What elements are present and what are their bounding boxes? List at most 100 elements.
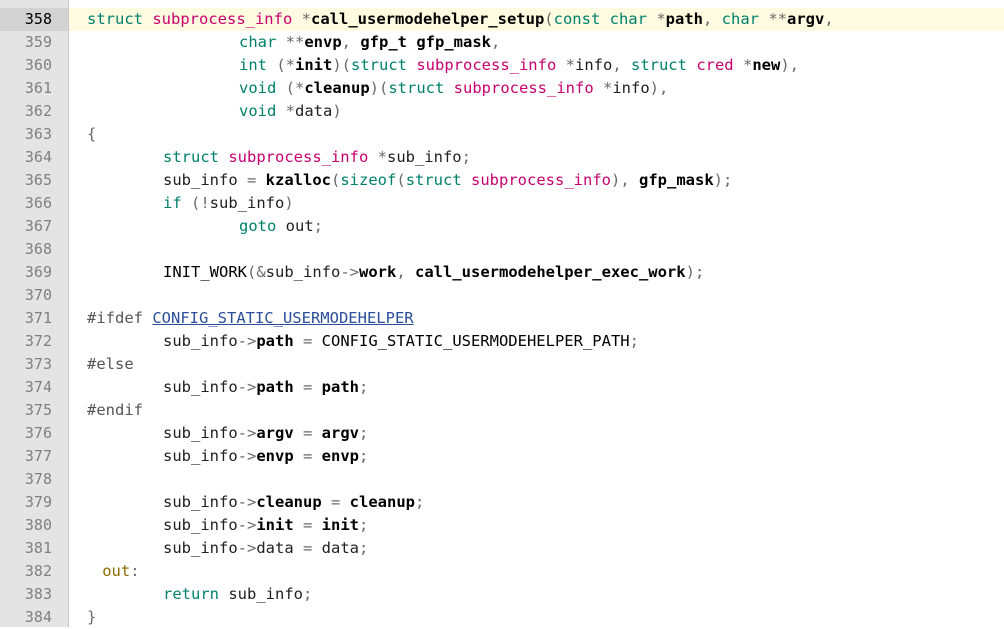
code-token: path bbox=[665, 10, 703, 28]
code-token: ); bbox=[685, 263, 705, 281]
code-line[interactable]: sub_info->data = data; bbox=[69, 537, 1004, 560]
code-line[interactable]: int (*init)(struct subprocess_info *info… bbox=[69, 54, 1004, 77]
code-token: * bbox=[656, 10, 666, 28]
code-token: argv bbox=[787, 10, 825, 28]
code-line[interactable]: void (*cleanup)(struct subprocess_info *… bbox=[69, 77, 1004, 100]
code-line[interactable] bbox=[69, 238, 1004, 261]
code-line[interactable]: sub_info = kzalloc(sizeof(struct subproc… bbox=[69, 169, 1004, 192]
code-token: * bbox=[377, 148, 387, 166]
code-token: = bbox=[303, 424, 322, 442]
code-line[interactable]: sub_info->argv = argv; bbox=[69, 422, 1004, 445]
code-token: (* bbox=[285, 79, 305, 97]
code-line[interactable]: goto out; bbox=[69, 215, 1004, 238]
code-line[interactable]: if (!sub_info) bbox=[69, 192, 1004, 215]
line-number: 366 bbox=[24, 194, 52, 212]
line-number: 363 bbox=[24, 125, 52, 143]
code-line-text: sub_info->envp = envp; bbox=[163, 445, 368, 468]
code-line[interactable]: out: bbox=[69, 560, 1004, 583]
code-token: = bbox=[303, 447, 322, 465]
code-line[interactable]: return sub_info; bbox=[69, 583, 1004, 606]
code-token: gfp_t bbox=[360, 33, 417, 51]
code-token: -> bbox=[237, 539, 257, 557]
code-token: char bbox=[609, 10, 657, 28]
code-token: ) bbox=[284, 194, 294, 212]
code-token: ** bbox=[768, 10, 787, 28]
code-token: -> bbox=[237, 516, 257, 534]
line-number: 380 bbox=[24, 516, 52, 534]
code-token: gfp_mask bbox=[639, 171, 714, 189]
code-line-text: goto out; bbox=[239, 215, 323, 238]
code-line-text: return sub_info; bbox=[163, 583, 312, 606]
code-line-text: if (!sub_info) bbox=[163, 192, 294, 215]
code-token: sub_info bbox=[163, 378, 238, 396]
code-line[interactable]: { bbox=[69, 123, 1004, 146]
code-token bbox=[292, 10, 301, 28]
code-line[interactable]: sub_info->path = CONFIG_STATIC_USERMODEH… bbox=[69, 330, 1004, 353]
code-token: subprocess_info bbox=[228, 148, 378, 166]
code-token: argv bbox=[321, 424, 359, 442]
code-token: out bbox=[285, 217, 314, 235]
code-line[interactable] bbox=[69, 284, 1004, 307]
code-line[interactable]: void *data) bbox=[69, 100, 1004, 123]
code-token: data bbox=[321, 539, 359, 557]
code-token: init bbox=[295, 56, 333, 74]
line-number: 361 bbox=[24, 79, 52, 97]
code-token: = bbox=[330, 493, 350, 511]
code-token: struct bbox=[388, 79, 454, 97]
code-token: subprocess_info bbox=[152, 10, 293, 28]
line-number: 369 bbox=[24, 263, 52, 281]
code-line[interactable]: #else bbox=[69, 353, 1004, 376]
code-line-text: sub_info->argv = argv; bbox=[163, 422, 368, 445]
code-token: ; bbox=[359, 447, 369, 465]
code-token: struct bbox=[351, 56, 417, 74]
code-token: call_usermodehelper_exec_work bbox=[415, 263, 686, 281]
code-line[interactable]: char **envp, gfp_t gfp_mask, bbox=[69, 31, 1004, 54]
code-token: , bbox=[824, 10, 834, 28]
code-token: (* bbox=[276, 56, 295, 74]
code-token: * bbox=[565, 56, 575, 74]
code-line[interactable]: sub_info->cleanup = cleanup; bbox=[69, 491, 1004, 514]
code-token: out bbox=[102, 562, 131, 580]
line-number: 372 bbox=[24, 332, 52, 350]
code-token: = bbox=[303, 378, 322, 396]
code-token: struct bbox=[405, 171, 472, 189]
code-token: #endif bbox=[87, 401, 143, 419]
code-token: (! bbox=[191, 194, 210, 212]
code-token: ; bbox=[414, 493, 425, 511]
code-area[interactable]: struct subprocess_info * call_usermodehel… bbox=[69, 0, 1004, 627]
code-line[interactable]: sub_info->envp = envp; bbox=[69, 445, 1004, 468]
line-number: 376 bbox=[24, 424, 52, 442]
code-token: ( bbox=[331, 171, 341, 189]
current-code-line[interactable]: struct subprocess_info *call_usermodehel… bbox=[69, 8, 1004, 31]
code-token: , bbox=[491, 33, 501, 51]
code-token: char bbox=[239, 33, 286, 51]
line-number: 364 bbox=[24, 148, 52, 166]
code-token: sub_info bbox=[163, 171, 247, 189]
line-number: 383 bbox=[24, 585, 52, 603]
code-line[interactable]: #ifdef CONFIG_STATIC_USERMODEHELPER bbox=[69, 307, 1004, 330]
code-token: INIT_WORK bbox=[163, 263, 247, 281]
code-token: -> bbox=[340, 263, 359, 281]
code-line[interactable]: } bbox=[69, 606, 1004, 629]
code-line-text: struct subprocess_info *call_usermodehel… bbox=[87, 8, 834, 31]
code-line-text: char **envp, gfp_t gfp_mask, bbox=[239, 31, 500, 54]
code-line-text: { bbox=[87, 123, 96, 146]
code-line[interactable]: sub_info->path = path; bbox=[69, 376, 1004, 399]
code-token: sub_info bbox=[163, 332, 238, 350]
code-line[interactable]: #endif bbox=[69, 399, 1004, 422]
code-line[interactable]: sub_info->init = init; bbox=[69, 514, 1004, 537]
code-line[interactable]: struct subprocess_info *sub_info; bbox=[69, 146, 1004, 169]
code-line-text: sub_info->cleanup = cleanup; bbox=[163, 491, 424, 514]
code-token: * bbox=[602, 79, 613, 97]
code-token: -> bbox=[237, 332, 257, 350]
code-line[interactable] bbox=[69, 468, 1004, 491]
code-token: (& bbox=[247, 263, 266, 281]
code-line[interactable]: INIT_WORK(&sub_info->work, call_usermode… bbox=[69, 261, 1004, 284]
code-token: envp bbox=[304, 33, 342, 51]
code-token: sub_info bbox=[228, 585, 303, 603]
code-token: data bbox=[295, 102, 333, 120]
code-token: -> bbox=[237, 378, 257, 396]
line-number: 359 bbox=[24, 33, 52, 51]
